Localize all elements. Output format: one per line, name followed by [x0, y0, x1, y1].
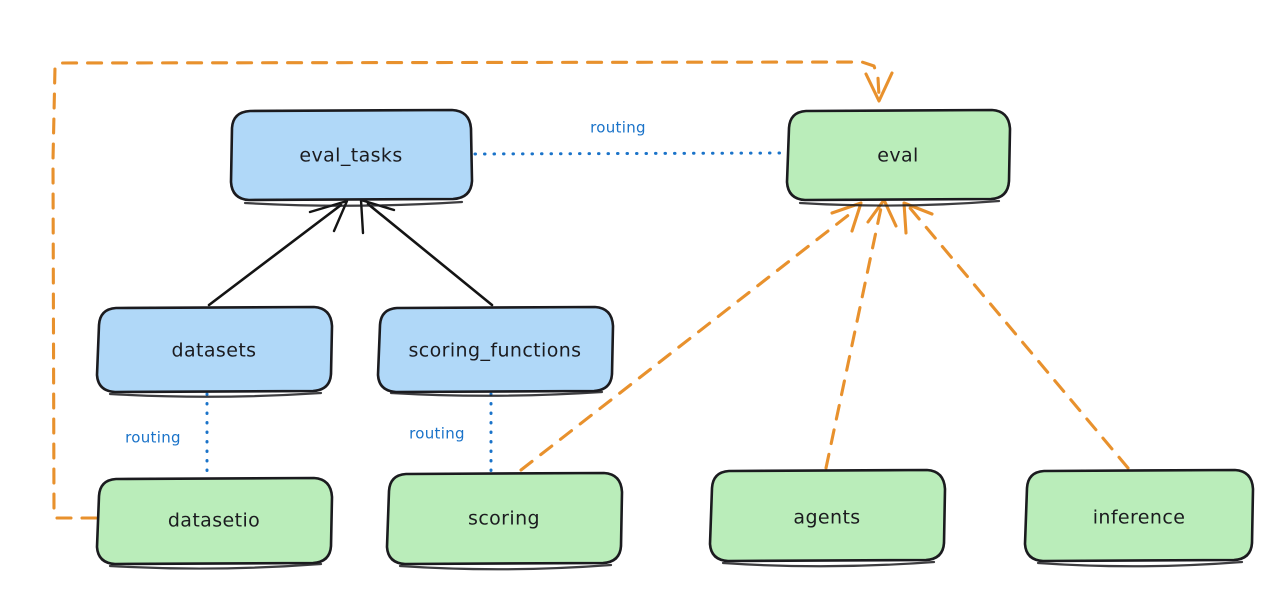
edge-scoring_functions-eval_tasks	[359, 198, 494, 307]
arrow-head-icon	[866, 198, 898, 228]
node-label-scoring_functions: scoring_functions	[409, 340, 582, 362]
node-scoring[interactable]: scoring	[385, 471, 624, 571]
node-label-scoring: scoring	[468, 508, 540, 530]
node-eval[interactable]: eval	[785, 108, 1012, 207]
arrow-head-icon	[902, 201, 934, 235]
node-label-eval_tasks: eval_tasks	[299, 145, 402, 167]
node-eval_tasks[interactable]: eval_tasks	[229, 108, 474, 207]
node-label-inference: inference	[1093, 507, 1186, 529]
arrow-head-icon	[864, 71, 894, 103]
edge-datasetio-eval	[51, 60, 894, 520]
node-label-datasetio: datasetio	[168, 510, 260, 532]
edge-label-routing-eval: routing	[590, 119, 646, 137]
edge-eval_tasks-eval: routing	[473, 119, 788, 156]
node-label-agents: agents	[793, 507, 860, 529]
edge-scoring_functions-scoring: routing	[409, 392, 493, 474]
edge-inference-eval	[902, 201, 1130, 470]
node-label-datasets: datasets	[172, 340, 257, 362]
edge-label-routing-scoring: routing	[409, 425, 465, 443]
edge-datasets-datasetio: routing	[125, 392, 209, 479]
node-agents[interactable]: agents	[708, 468, 947, 568]
node-inference[interactable]: inference	[1023, 468, 1255, 568]
node-datasetio[interactable]: datasetio	[95, 476, 334, 570]
edge-datasets-eval_tasks	[207, 199, 349, 307]
edge-scoring-eval	[519, 201, 863, 472]
edge-label-routing-datasetio: routing	[125, 429, 181, 447]
edge-agents-eval	[824, 198, 898, 470]
node-label-eval: eval	[877, 145, 918, 167]
node-datasets[interactable]: datasets	[95, 305, 334, 398]
arrow-head-icon	[830, 201, 863, 233]
node-scoring_functions[interactable]: scoring_functions	[376, 305, 615, 397]
